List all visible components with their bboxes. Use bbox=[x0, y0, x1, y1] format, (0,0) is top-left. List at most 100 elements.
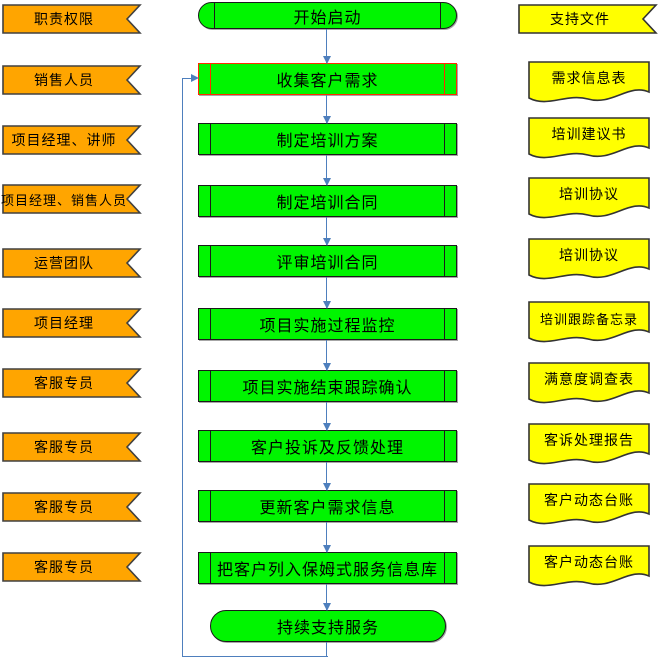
document-shape bbox=[528, 545, 650, 587]
document-label: 满意度调查表 bbox=[544, 373, 634, 388]
banner-shape bbox=[2, 552, 142, 582]
flow-arrow bbox=[323, 522, 331, 553]
documents-header-label: 支持文件 bbox=[550, 13, 610, 28]
banner-shape bbox=[2, 492, 142, 522]
banner-shape bbox=[2, 308, 142, 338]
role-label: 客服专员 bbox=[34, 441, 94, 456]
flow-arrow bbox=[323, 584, 331, 611]
document-shape bbox=[528, 301, 650, 343]
process-label: 更新客户需求信息 bbox=[259, 500, 396, 517]
document-node: 客诉处理报告 bbox=[528, 423, 650, 468]
node-side-bar bbox=[444, 246, 445, 276]
document-node: 培训跟踪备忘录 bbox=[528, 301, 650, 346]
process-label: 项目实施结束跟踪确认 bbox=[242, 380, 413, 397]
document-label: 需求信息表 bbox=[551, 72, 627, 87]
banner-shape bbox=[518, 4, 658, 34]
feedback-loop-segment bbox=[326, 642, 327, 657]
feedback-loop-segment bbox=[182, 78, 183, 656]
process-node: 制定培训方案 bbox=[198, 123, 457, 155]
document-label: 客户动态台账 bbox=[544, 494, 634, 509]
feedback-loop-arrow bbox=[183, 74, 199, 82]
document-label: 客户动态台账 bbox=[544, 556, 634, 571]
role-banner: 运营团队 bbox=[2, 248, 142, 278]
document-node: 客户动态台账 bbox=[528, 545, 650, 590]
banner-shape bbox=[2, 432, 142, 462]
process-node-highlighted: 收集客户需求 bbox=[198, 63, 457, 95]
process-label: 项目实施过程监控 bbox=[259, 318, 396, 335]
flow-arrow bbox=[323, 217, 331, 246]
role-banner: 销售人员 bbox=[2, 65, 142, 95]
role-label: 运营团队 bbox=[34, 257, 94, 272]
role-banner: 项目经理、销售人员 bbox=[1, 184, 142, 214]
node-side-bar bbox=[210, 371, 211, 401]
role-label: 客服专员 bbox=[34, 561, 94, 576]
process-node: 更新客户需求信息 bbox=[198, 490, 457, 522]
document-node: 满意度调查表 bbox=[528, 362, 650, 407]
flow-arrow bbox=[323, 340, 331, 371]
process-node: 制定培训合同 bbox=[198, 185, 457, 217]
start-node: 开始启动 bbox=[198, 2, 457, 29]
document-label: 培训协议 bbox=[559, 188, 619, 203]
node-side-bar bbox=[444, 309, 445, 339]
banner-shape bbox=[2, 65, 142, 95]
document-node: 培训建议书 bbox=[528, 117, 650, 162]
role-label: 项目经理、讲师 bbox=[11, 134, 117, 149]
document-shape bbox=[528, 61, 650, 103]
role-banner: 职责权限 bbox=[2, 4, 142, 34]
flow-arrow bbox=[323, 402, 331, 431]
start-label: 开始启动 bbox=[293, 9, 362, 27]
role-label: 项目经理、销售人员 bbox=[1, 192, 128, 208]
role-label: 销售人员 bbox=[34, 74, 94, 89]
flow-arrow bbox=[323, 277, 331, 309]
node-side-bar bbox=[210, 64, 211, 94]
node-side-bar bbox=[444, 124, 445, 154]
document-label: 培训协议 bbox=[559, 249, 619, 264]
role-label: 客服专员 bbox=[34, 501, 94, 516]
flow-arrow bbox=[323, 29, 331, 64]
role-label: 职责权限 bbox=[34, 13, 94, 28]
node-side-bar bbox=[210, 186, 211, 216]
document-shape bbox=[528, 117, 650, 159]
banner-shape bbox=[2, 248, 142, 278]
node-side-bar bbox=[444, 431, 445, 461]
document-label: 培训跟踪备忘录 bbox=[539, 311, 638, 327]
role-label: 项目经理 bbox=[34, 317, 94, 332]
document-node: 培训协议 bbox=[528, 177, 650, 222]
process-label: 客户投诉及反馈处理 bbox=[250, 440, 404, 457]
flow-arrow bbox=[323, 95, 331, 124]
node-side-bar bbox=[444, 64, 445, 94]
banner-shape bbox=[2, 4, 142, 34]
flow-arrow bbox=[323, 155, 331, 186]
document-node: 客户动态台账 bbox=[528, 483, 650, 528]
banner-shape bbox=[2, 368, 142, 398]
document-shape bbox=[528, 238, 650, 280]
documents-header-banner: 支持文件 bbox=[518, 4, 658, 34]
process-node: 项目实施结束跟踪确认 bbox=[198, 370, 457, 402]
role-banner: 客服专员 bbox=[2, 492, 142, 522]
process-label: 制定培训方案 bbox=[276, 133, 379, 150]
document-label: 客诉处理报告 bbox=[544, 434, 634, 449]
role-banner: 客服专员 bbox=[2, 368, 142, 398]
process-node: 项目实施过程监控 bbox=[198, 308, 457, 340]
role-banner: 项目经理 bbox=[2, 308, 142, 338]
node-side-bar bbox=[444, 553, 445, 583]
node-side-bar bbox=[214, 3, 215, 28]
role-banner: 客服专员 bbox=[2, 432, 142, 462]
role-banner: 项目经理、讲师 bbox=[2, 125, 142, 155]
end-node: 持续支持服务 bbox=[210, 610, 446, 642]
node-side-bar bbox=[210, 124, 211, 154]
document-node: 培训协议 bbox=[528, 238, 650, 283]
process-label: 把客户列入保姆式服务信息库 bbox=[216, 562, 438, 579]
process-node: 客户投诉及反馈处理 bbox=[198, 430, 457, 462]
document-shape bbox=[528, 362, 650, 404]
node-side-bar bbox=[444, 371, 445, 401]
document-shape bbox=[528, 177, 650, 219]
node-side-bar bbox=[440, 3, 441, 28]
node-side-bar bbox=[444, 491, 445, 521]
role-label: 客服专员 bbox=[34, 377, 94, 392]
node-side-bar bbox=[210, 491, 211, 521]
end-label: 持续支持服务 bbox=[276, 620, 379, 637]
process-node: 把客户列入保姆式服务信息库 bbox=[198, 552, 457, 584]
node-side-bar bbox=[444, 186, 445, 216]
